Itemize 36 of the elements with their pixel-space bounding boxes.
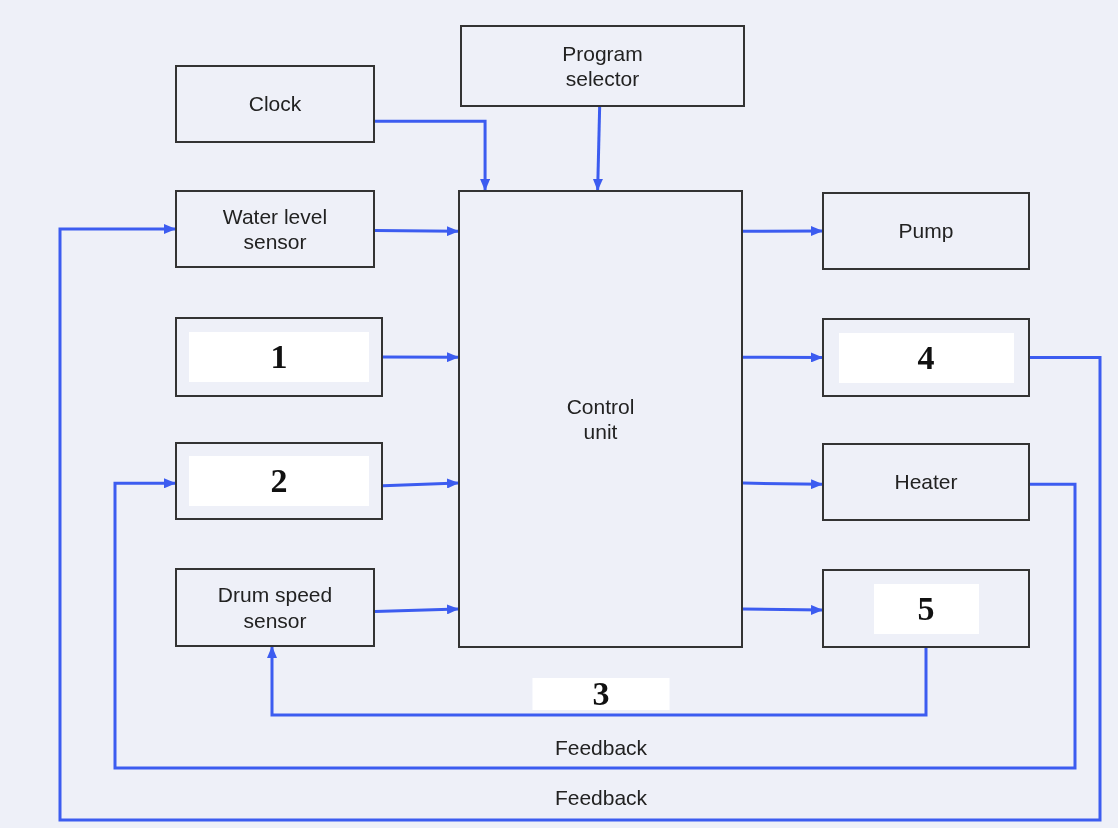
arrow bbox=[267, 646, 928, 717]
answer-number: 2 bbox=[189, 456, 369, 506]
arrow bbox=[374, 604, 459, 615]
blank-box bbox=[822, 318, 1030, 397]
process-box bbox=[175, 190, 375, 268]
box-label: Heater bbox=[893, 469, 959, 495]
box-label: Control unit bbox=[565, 393, 636, 445]
arrow bbox=[742, 604, 823, 615]
arrow bbox=[375, 119, 491, 191]
answer-number: 4 bbox=[838, 332, 1014, 383]
process-box bbox=[175, 65, 375, 143]
box-label: Drum speed sensor bbox=[216, 582, 334, 633]
arrow bbox=[742, 479, 823, 490]
box-label: Pump bbox=[897, 218, 955, 244]
arrow bbox=[743, 226, 823, 237]
arrow bbox=[113, 478, 1077, 770]
blank-box bbox=[175, 317, 383, 397]
answer-number: 5 bbox=[873, 583, 979, 634]
arrow bbox=[375, 226, 459, 237]
box-label: Program selector bbox=[561, 40, 644, 92]
box-label: Water level sensor bbox=[221, 203, 329, 255]
arrow bbox=[592, 106, 603, 191]
arrow bbox=[743, 352, 823, 363]
box-label: Clock bbox=[247, 91, 303, 117]
answer-number: 3 bbox=[532, 678, 670, 710]
arrow bbox=[383, 352, 459, 363]
process-box bbox=[822, 192, 1030, 270]
answer-number: 1 bbox=[189, 332, 369, 382]
process-box bbox=[175, 568, 375, 647]
blank-box bbox=[175, 442, 383, 520]
process-box bbox=[458, 190, 743, 648]
blank-box bbox=[822, 569, 1030, 648]
process-box bbox=[460, 25, 745, 107]
arrow bbox=[58, 224, 1102, 822]
arrow bbox=[382, 478, 459, 489]
process-box bbox=[822, 443, 1030, 521]
